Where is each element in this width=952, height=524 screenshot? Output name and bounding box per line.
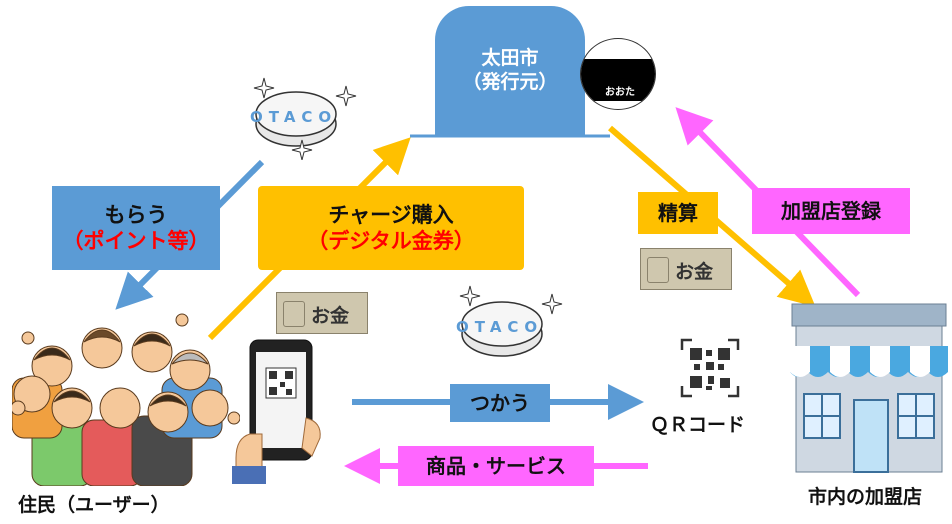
receive-label: もらう [104,202,168,227]
register-box: 加盟店登録 [752,188,910,234]
store-icon [788,302,950,474]
use-label: つかう [470,390,530,415]
coin-icon-middle: OTACO [440,280,570,370]
goods-label: 商品・サービス [426,453,566,478]
crowd-graphic [10,313,241,487]
store-graphic [790,303,948,473]
settle-box: 精算 [638,192,718,234]
phone-graphic [232,339,321,485]
issuer-box: 太田市 （発行元） [435,6,585,136]
coin-text: OTACO [456,318,544,336]
coin-text: OTACO [250,108,338,126]
sparkle-icon [335,85,357,107]
receive-box: もらう （ポイント等） [52,186,220,270]
receive-sublabel: （ポイント等） [62,229,210,253]
residents-illustration [10,308,241,487]
charge-sublabel: （デジタル金券） [307,229,475,253]
bill-text: お金 [311,305,350,327]
smartphone-icon [232,338,328,485]
residents-label: 住民（ユーザー） [18,494,170,516]
ota-card-icon: おおた [580,38,656,110]
sparkle-icon [291,139,313,161]
settle-label: 精算 [658,200,698,225]
coin-graphic [459,285,563,357]
issuer-name: 太田市 [481,47,539,70]
card-label: おおた [605,87,635,98]
coin-graphic [253,77,357,161]
qr-code-icon [680,338,740,398]
qr-label: ＱＲコード [650,414,746,436]
coin-icon-top: OTACO [240,70,370,161]
charge-label: チャージ購入 [328,202,454,227]
sparkle-icon [253,77,275,99]
store-label: 市内の加盟店 [808,486,923,508]
register-label: 加盟店登録 [781,198,881,223]
bill-text: お金 [675,261,714,283]
charge-box: チャージ購入 （デジタル金券） [258,186,524,270]
goods-box: 商品・サービス [398,446,594,486]
money-bill-icon: お金 [640,248,732,290]
issuer-role: （発行元） [462,71,558,93]
qr-graphic [680,338,740,398]
sparkle-icon [459,285,481,307]
sparkle-icon [541,293,563,315]
use-box: つかう [450,384,550,422]
money-bill-icon: お金 [276,292,368,334]
